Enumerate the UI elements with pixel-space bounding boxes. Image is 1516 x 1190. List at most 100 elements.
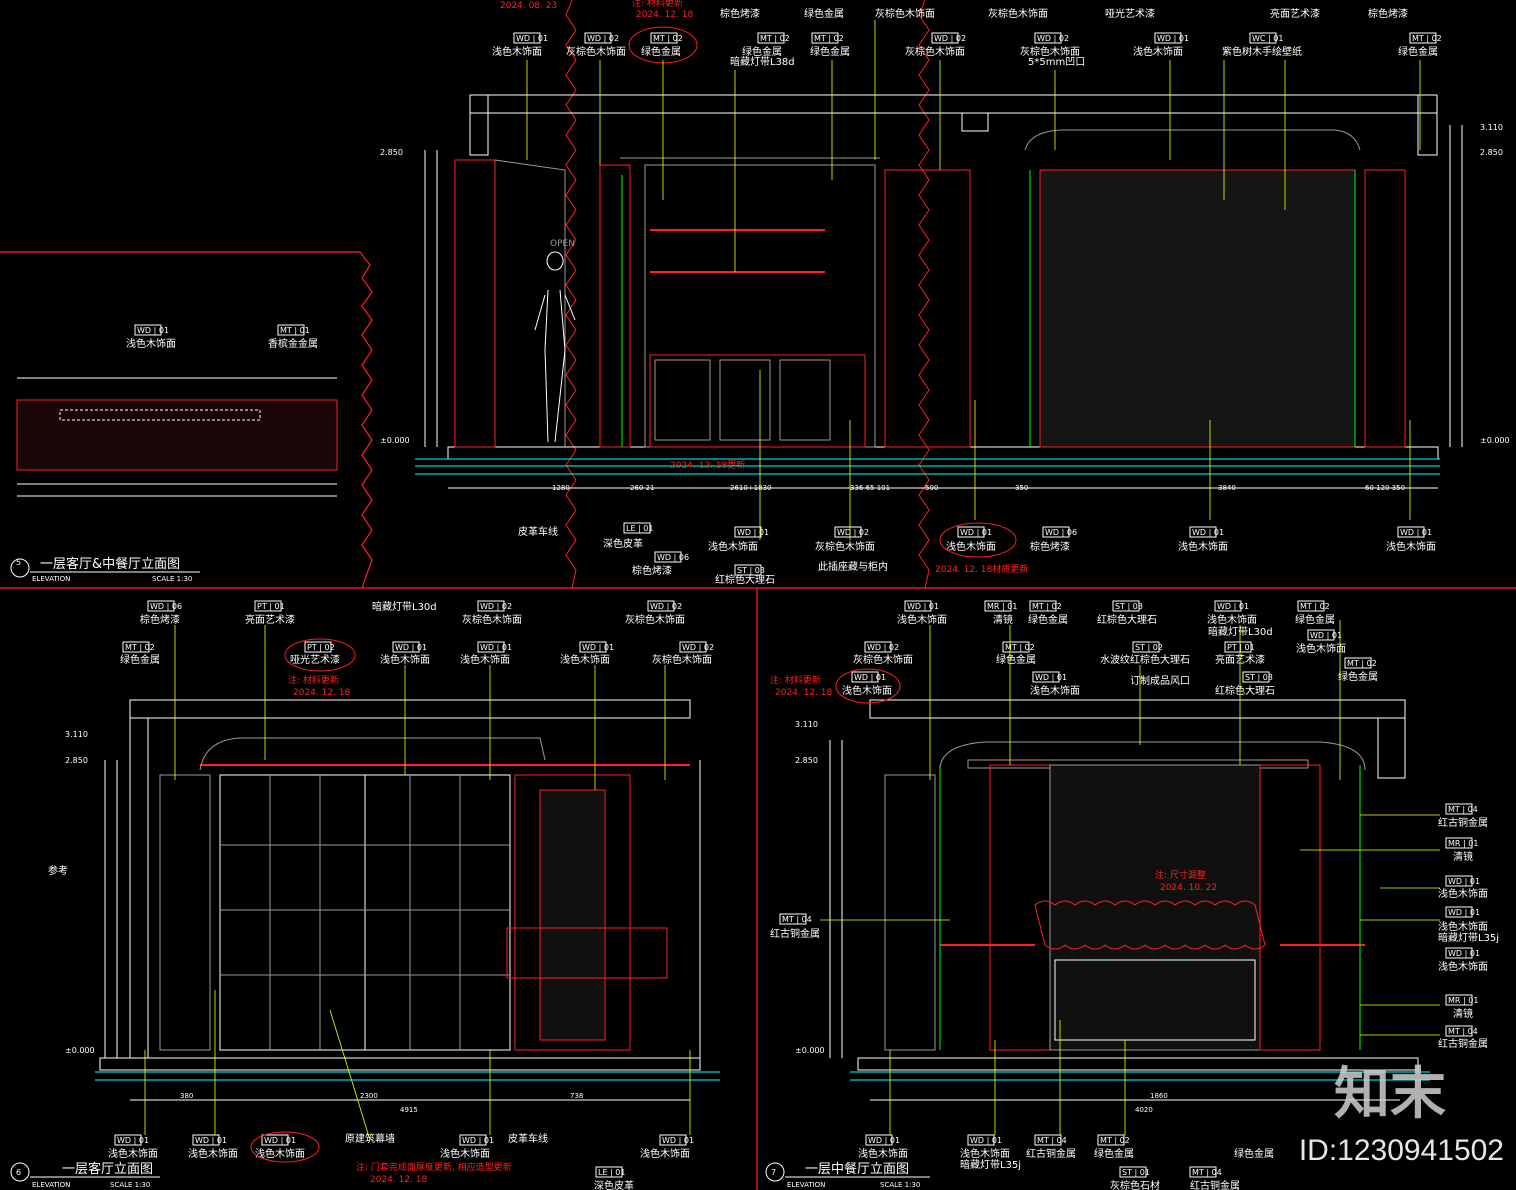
panel-5-elevation: OPEN 1280 260 21 2610+1830 336 65 101 50… (415, 94, 1463, 492)
svg-text:WD | 02: WD | 02 (587, 34, 619, 43)
elev-2850-left: 2.850 (380, 148, 403, 157)
svg-text:ST | 03: ST | 03 (1245, 673, 1273, 682)
svg-text:棕色烤漆: 棕色烤漆 (140, 613, 180, 626)
svg-text:水波纹红棕色大理石: 水波纹红棕色大理石 (1100, 653, 1190, 666)
svg-text:WD | 02: WD | 02 (650, 602, 682, 611)
svg-text:MT | 02: MT | 02 (814, 34, 844, 43)
svg-text:浅色木饰面: 浅色木饰面 (1386, 540, 1436, 553)
svg-text:浅色木饰面: 浅色木饰面 (126, 337, 176, 350)
svg-text:绿色金属: 绿色金属 (1338, 670, 1378, 683)
svg-text:清镜: 清镜 (1453, 1007, 1473, 1020)
svg-text:±0.000: ±0.000 (795, 1046, 825, 1055)
svg-text:3840: 3840 (1218, 484, 1236, 492)
svg-text:WD | 01: WD | 01 (854, 673, 886, 682)
panel-7-labels: 注: 材料更新 2024. 12. 18 注: 尺寸调整 2024. 10. 2… (770, 600, 1499, 1190)
svg-text:738: 738 (570, 1092, 583, 1100)
top-update-date: 2024. 12. 18 (636, 10, 694, 20)
svg-text:2024. 12. 18: 2024. 12. 18 (293, 688, 351, 698)
svg-text:浅色木饰面: 浅色木饰面 (1133, 45, 1183, 58)
svg-text:浅色木饰面: 浅色木饰面 (255, 1147, 305, 1160)
svg-text:ST | 01: ST | 01 (1122, 1168, 1150, 1177)
tag-row-top: WD | 01 浅色木饰面 WD | 02 灰棕色木饰面 MT | 02 绿色金… (492, 7, 1442, 64)
svg-text:亮面艺术漆: 亮面艺术漆 (1270, 7, 1320, 20)
panel-5-title: 5 一层客厅&中餐厅立面图 ELEVATION SCALE 1:30 (10, 556, 200, 583)
panel-borders (0, 251, 1516, 1190)
tag-row-p5-bottom: LE | 01 深色皮革 WD | 06 棕色烤漆 WD | 01 浅色木饰面 … (603, 522, 1436, 586)
svg-text:2300: 2300 (360, 1092, 378, 1100)
svg-text:灰棕色木饰面: 灰棕色木饰面 (652, 653, 712, 666)
svg-text:MT | 02: MT | 02 (1032, 602, 1062, 611)
svg-text:灰棕色木饰面: 灰棕色木饰面 (1020, 45, 1080, 58)
svg-text:灰棕色木饰面: 灰棕色木饰面 (853, 653, 913, 666)
svg-text:3.110: 3.110 (795, 720, 818, 729)
svg-text:MR | 01: MR | 01 (1448, 839, 1478, 848)
svg-text:MR | 01: MR | 01 (987, 602, 1017, 611)
svg-text:ST | 02: ST | 02 (1135, 643, 1163, 652)
panel-5-title-text: 一层客厅&中餐厅立面图 (40, 556, 180, 572)
watermark-brand: 知末 (1334, 1062, 1446, 1125)
svg-text:SCALE 1:30: SCALE 1:30 (880, 1181, 920, 1189)
svg-text:PT | 01: PT | 01 (1227, 643, 1255, 652)
svg-text:WD | 06: WD | 06 (657, 553, 689, 562)
svg-text:MT | 04: MT | 04 (1448, 1027, 1478, 1036)
svg-text:WD | 01: WD | 01 (582, 643, 614, 652)
svg-text:红古铜金属: 红古铜金属 (1190, 1179, 1240, 1190)
svg-text:WD | 06: WD | 06 (1045, 528, 1077, 537)
svg-text:绿色金属: 绿色金属 (1295, 613, 1335, 626)
svg-text:灰棕色木饰面: 灰棕色木饰面 (875, 7, 935, 20)
svg-text:ELEVATION: ELEVATION (32, 575, 70, 583)
svg-text:红棕色大理石: 红棕色大理石 (1097, 613, 1157, 626)
svg-text:浅色木饰面: 浅色木饰面 (560, 653, 610, 666)
svg-text:绿色金属: 绿色金属 (1028, 613, 1068, 626)
svg-text:红古铜金属: 红古铜金属 (1026, 1147, 1076, 1160)
svg-text:浅色木饰面: 浅色木饰面 (1207, 613, 1257, 626)
panel-7-elevation: 4020 1860 (829, 699, 1430, 1114)
panel-6-labels: WD | 06 棕色烤漆 MT | 02 绿色金属 PT | 01 亮面艺术漆 … (108, 600, 714, 1190)
svg-text:浅色木饰面: 浅色木饰面 (1296, 642, 1346, 655)
top-date-note: 2024. 08. 23 (500, 1, 557, 11)
svg-text:ST | 03: ST | 03 (737, 566, 765, 575)
svg-text:WD | 01: WD | 01 (970, 1136, 1002, 1145)
svg-text:MT | 02: MT | 02 (760, 34, 790, 43)
svg-text:哑光艺术漆: 哑光艺术漆 (1105, 7, 1155, 20)
tag-wd02-label: 灰棕色木饰面 (566, 45, 626, 58)
svg-text:浅色木饰面: 浅色木饰面 (1438, 887, 1488, 900)
svg-text:浅色木饰面: 浅色木饰面 (946, 540, 996, 553)
svg-text:MT | 02: MT | 02 (1412, 34, 1442, 43)
svg-text:注: 材料更新: 注: 材料更新 (770, 674, 821, 686)
svg-text:7: 7 (771, 1168, 776, 1177)
svg-text:WD | 01: WD | 01 (868, 1136, 900, 1145)
svg-text:LE | 01: LE | 01 (626, 524, 653, 533)
ref-label: 参考 (48, 864, 68, 877)
svg-text:棕色烤漆: 棕色烤漆 (1030, 540, 1070, 553)
svg-text:WD | 01: WD | 01 (480, 643, 512, 652)
panel-7-title: 7 一层中餐厅立面图 ELEVATION SCALE 1:30 (765, 1161, 930, 1189)
svg-text:WD | 01: WD | 01 (907, 602, 939, 611)
svg-text:2.850: 2.850 (795, 756, 818, 765)
svg-text:注: 材料更新: 注: 材料更新 (288, 674, 339, 686)
svg-text:注: 门套完成面厚度更新, 相应造型更新: 注: 门套完成面厚度更新, 相应造型更新 (356, 1161, 512, 1173)
svg-text:WD | 01: WD | 01 (1400, 528, 1432, 537)
svg-text:WD | 01: WD | 01 (1448, 949, 1480, 958)
sofa-note: 2024. 12. 18更新 (670, 459, 745, 471)
elev-3110-right: 3.110 (1480, 123, 1503, 132)
panel-6-elevation: 2300 4915 380 738 (95, 699, 720, 1114)
svg-text:WD | 02: WD | 02 (837, 528, 869, 537)
panel-7-title-text: 一层中餐厅立面图 (805, 1161, 909, 1177)
svg-text:MT | 02: MT | 02 (1005, 643, 1035, 652)
svg-text:绿色金属: 绿色金属 (742, 45, 782, 58)
svg-text:WD | 01: WD | 01 (1157, 34, 1189, 43)
svg-text:260 21: 260 21 (630, 484, 655, 492)
svg-text:ST | 03: ST | 03 (1115, 602, 1143, 611)
svg-text:2024. 10. 22: 2024. 10. 22 (1160, 883, 1217, 893)
svg-text:暗藏灯带L35j: 暗藏灯带L35j (960, 1158, 1021, 1171)
svg-text:WD | 02: WD | 02 (867, 643, 899, 652)
svg-text:浅色木饰面: 浅色木饰面 (842, 684, 892, 697)
svg-text:±0.000: ±0.000 (65, 1046, 95, 1055)
svg-text:暗藏灯带L35j: 暗藏灯带L35j (1438, 931, 1499, 944)
svg-text:深色皮革: 深色皮革 (603, 537, 643, 550)
svg-text:原建筑幕墙: 原建筑幕墙 (345, 1132, 395, 1145)
svg-text:380: 380 (180, 1092, 193, 1100)
svg-text:棕色烤漆: 棕色烤漆 (720, 7, 760, 20)
svg-text:浅色木饰面: 浅色木饰面 (897, 613, 947, 626)
